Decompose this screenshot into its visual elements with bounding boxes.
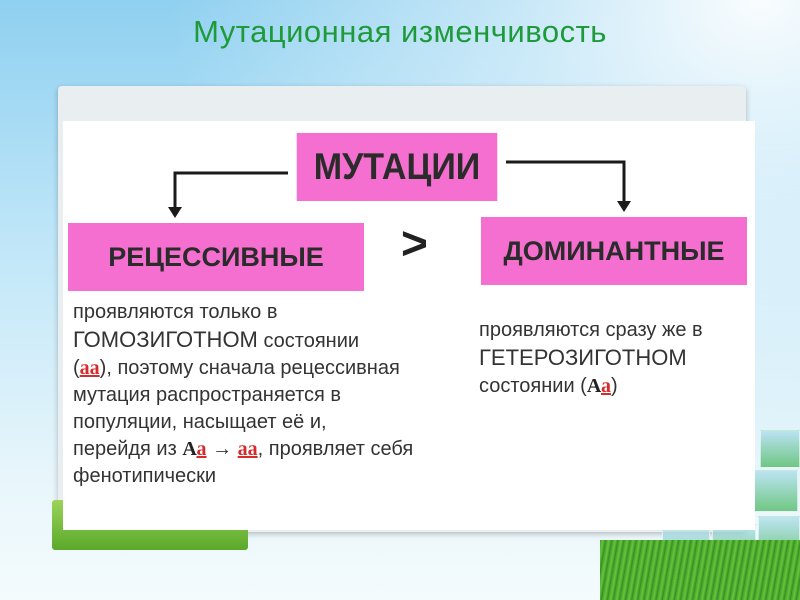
recessive-description: проявляются только в ГОМОЗИГОТНОМ состоя… (73, 299, 433, 490)
genotype-aa: аа (237, 438, 258, 460)
slide-title: Мутационная изменчивость (193, 14, 607, 49)
allele-dominant: А (182, 438, 197, 460)
text-line: ГЕТЕРОЗИГОТНОМ (479, 344, 739, 373)
text-line-5: популяции, насыщает её и, (73, 411, 327, 433)
cube (752, 470, 798, 512)
comparison-sign: > (401, 217, 428, 269)
connector-arrows (168, 160, 631, 218)
text-fragment: состоянии ( (479, 375, 587, 397)
text-line-4: мутация распространяется в (73, 384, 342, 406)
dominant-box: ДОМИНАНТНЫЕ (481, 217, 747, 285)
text-line: состоянии (Аа) (479, 373, 739, 400)
right-connector-line (506, 160, 626, 203)
text-fragment: ) (611, 375, 618, 397)
text-line-1: проявляются только в (73, 301, 278, 323)
homozygous-term: ГОМОЗИГОТНОМ (73, 327, 258, 352)
allele-dominant: А (586, 375, 602, 397)
text-line: проявляются только в (73, 299, 433, 326)
text-fragment: перейдя из (73, 438, 183, 460)
text-line: проявляются сразу же в (479, 317, 739, 344)
allele-recessive: а (601, 375, 612, 397)
text-line: ГОМОЗИГОТНОМ состоянии (73, 326, 433, 355)
left-arrowhead (168, 207, 182, 218)
dominant-description: проявляются сразу же в ГЕТЕРОЗИГОТНОМ со… (479, 317, 739, 400)
recessive-box: РЕЦЕССИВНЫЕ (68, 223, 364, 291)
diagram-panel: МУТАЦИИ РЕЦЕССИВНЫЕ > ДОМИНАНТНЫЕ проявл… (63, 121, 755, 530)
allele-recessive: а (196, 438, 207, 460)
right-arrowhead (617, 201, 631, 212)
text-line: (аа), поэтому сначала рецессивная (73, 355, 433, 382)
text-fragment: ( (73, 357, 80, 379)
text-line-7: фенотипически (73, 465, 217, 487)
text-line-1: проявляются сразу же в (479, 319, 703, 341)
text-fragment: состоянии (257, 330, 360, 352)
left-connector-line (173, 171, 288, 209)
text-fragment: ), поэтому сначала рецессивная (99, 357, 400, 379)
text-line: перейдя из Аа → аа, проявляет себя (73, 436, 433, 463)
genotype-aa: аа (79, 357, 100, 379)
arrow-symbol: → (206, 438, 238, 460)
text-line: популяции, насыщает её и, (73, 409, 433, 436)
cube (760, 430, 800, 468)
heterozygous-term: ГЕТЕРОЗИГОТНОМ (479, 345, 687, 370)
text-line: мутация распространяется в (73, 382, 433, 409)
root-box-mutations: МУТАЦИИ (296, 133, 498, 201)
text-fragment: , проявляет себя (257, 438, 414, 460)
grass-decoration (600, 540, 800, 600)
text-line: фенотипически (73, 463, 433, 490)
